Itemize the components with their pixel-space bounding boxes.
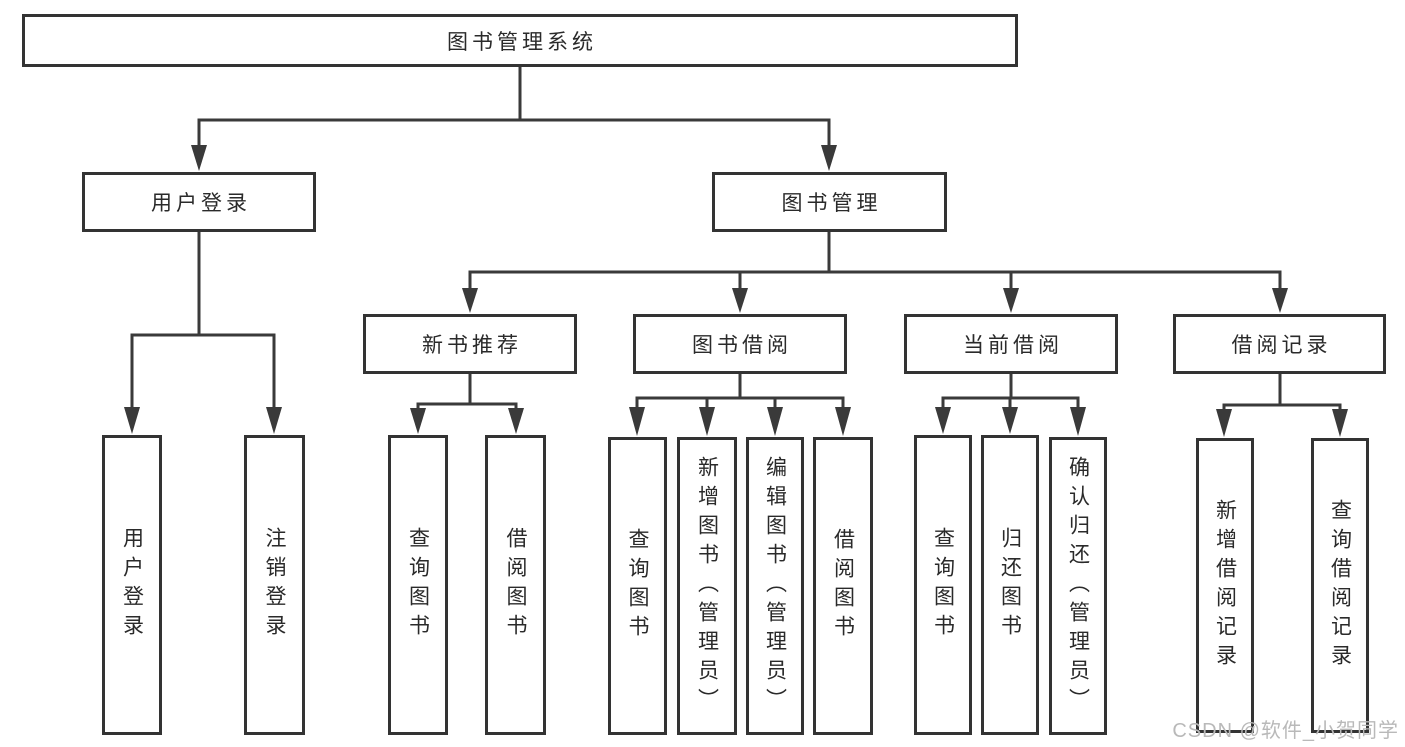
leaf-query-books: 查询图书 (914, 435, 972, 735)
leaf-return-books: 归还图书 (981, 435, 1039, 735)
leaf-add-books-admin: 新增图书（管理员） (677, 437, 737, 735)
csdn-watermark: CSDN @软件_小贺同学 (1172, 720, 1399, 742)
leaf-query-books: 查询图书 (388, 435, 448, 735)
leaf-borrow-books: 借阅图书 (813, 437, 873, 735)
node-user-login: 用户登录 (82, 172, 316, 232)
node-book-management: 图书管理 (712, 172, 947, 232)
leaf-confirm-return-admin: 确认归还（管理员） (1049, 437, 1107, 735)
node-new-book-recommend: 新书推荐 (363, 314, 577, 374)
leaf-user-login: 用户登录 (102, 435, 162, 735)
leaf-logout: 注销登录 (244, 435, 305, 735)
node-book-borrow: 图书借阅 (633, 314, 847, 374)
node-current-borrow: 当前借阅 (904, 314, 1118, 374)
leaf-query-books: 查询图书 (608, 437, 667, 735)
node-borrow-records: 借阅记录 (1173, 314, 1386, 374)
leaf-edit-books-admin: 编辑图书（管理员） (746, 437, 804, 735)
leaf-borrow-books: 借阅图书 (485, 435, 546, 735)
leaf-query-borrow-record: 查询借阅记录 (1311, 438, 1369, 733)
leaf-add-borrow-record: 新增借阅记录 (1196, 438, 1254, 733)
node-root: 图书管理系统 (22, 14, 1018, 67)
